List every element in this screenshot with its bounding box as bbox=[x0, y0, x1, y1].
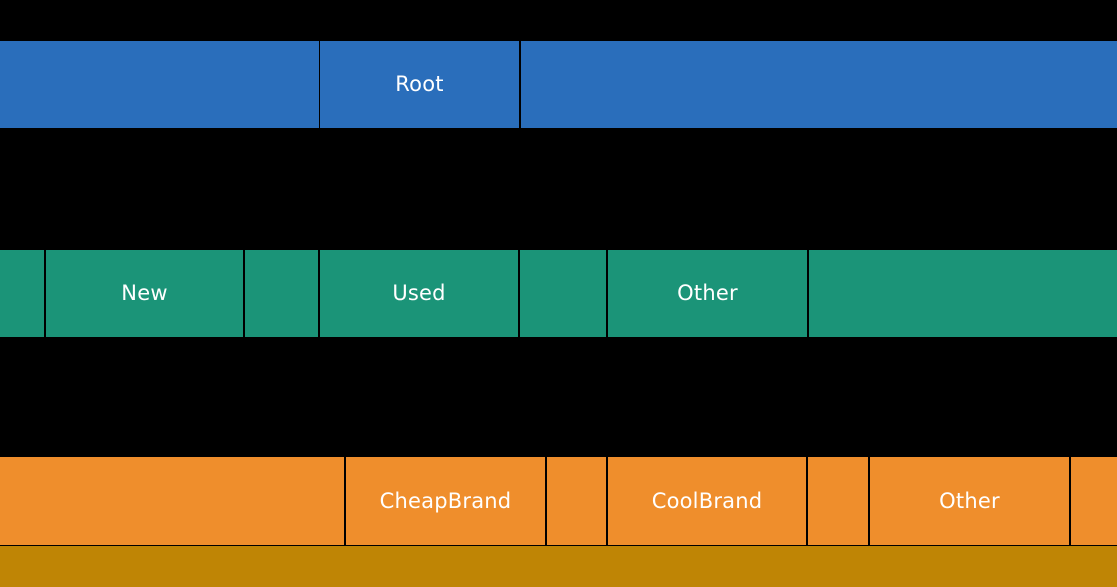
icicle-node-label: CheapBrand bbox=[379, 488, 512, 513]
icicle-node-unlabeled[interactable] bbox=[808, 457, 868, 545]
icicle-node-unlabeled[interactable] bbox=[1071, 457, 1117, 545]
icicle-node-label: CoolBrand bbox=[651, 488, 763, 513]
icicle-node-coolbrand[interactable]: CoolBrand bbox=[608, 457, 806, 545]
icicle-node-unlabeled[interactable] bbox=[245, 250, 318, 337]
icicle-node-unlabeled[interactable] bbox=[0, 41, 319, 128]
icicle-node-unlabeled[interactable] bbox=[520, 250, 606, 337]
icicle-node-used[interactable]: Used bbox=[320, 250, 518, 337]
icicle-node-unlabeled[interactable] bbox=[521, 41, 1117, 128]
icicle-node-label: Other bbox=[677, 281, 738, 305]
icicle-node-label: Other bbox=[939, 488, 1000, 513]
icicle-node-unlabeled[interactable] bbox=[0, 546, 1117, 587]
icicle-node-label: Root bbox=[395, 72, 444, 96]
icicle-node-root[interactable]: Root bbox=[320, 41, 519, 128]
root-level: Root bbox=[0, 41, 1117, 128]
icicle-node-other[interactable]: Other bbox=[608, 250, 807, 337]
icicle-node-label: Used bbox=[392, 281, 446, 305]
icicle-node-unlabeled[interactable] bbox=[809, 250, 1117, 337]
category-level: New Used Other bbox=[0, 250, 1117, 337]
icicle-node-cheapbrand[interactable]: CheapBrand bbox=[346, 457, 545, 545]
icicle-node-unlabeled[interactable] bbox=[547, 457, 606, 545]
icicle-node-other[interactable]: Other bbox=[870, 457, 1069, 545]
icicle-node-label: New bbox=[121, 281, 168, 305]
brand-level: CheapBrand CoolBrand Other bbox=[0, 457, 1117, 545]
icicle-node-unlabeled[interactable] bbox=[0, 250, 44, 337]
leaf-level bbox=[0, 546, 1117, 587]
icicle-node-unlabeled[interactable] bbox=[0, 457, 344, 545]
icicle-node-new[interactable]: New bbox=[46, 250, 243, 337]
